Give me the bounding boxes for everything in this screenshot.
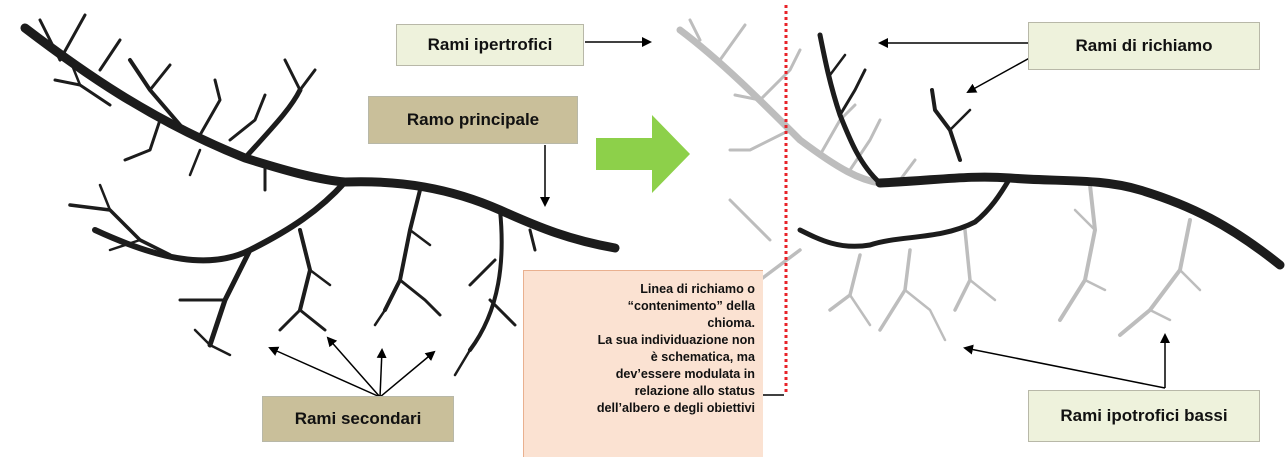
note-line: chioma. [707,316,755,330]
note-line: relazione allo status [634,384,755,398]
rami-ipertrofici-label: Rami ipertrofici [396,24,584,66]
note-line: Linea di richiamo o [640,282,755,296]
note-line: è schematica, ma [650,350,755,364]
note-line: La sua individuazione non [597,333,755,347]
rami-ipotrofici-bassi-label: Rami ipotrofici bassi [1028,390,1260,442]
note-line: “contenimento” della [627,299,755,313]
rami-secondari-label: Rami secondari [262,396,454,442]
transformation-arrow [596,115,690,193]
right-branch-retained-parts [797,32,1285,270]
ramo-principale-label: Ramo principale [368,96,578,144]
main-branch-pruned [875,172,1285,270]
left-branch-illustration [20,13,620,377]
rami-di-richiamo-label: Rami di richiamo [1028,22,1260,70]
pointer-arrows [268,37,1170,398]
right-branch-removed-parts [676,18,1202,342]
note-line: dell’albero e degli obiettivi [596,401,755,415]
cut-line-explanation-note: Linea di richiamo o “contenimento” della… [523,270,763,457]
note-line: dev’essere modulata in [615,367,755,381]
